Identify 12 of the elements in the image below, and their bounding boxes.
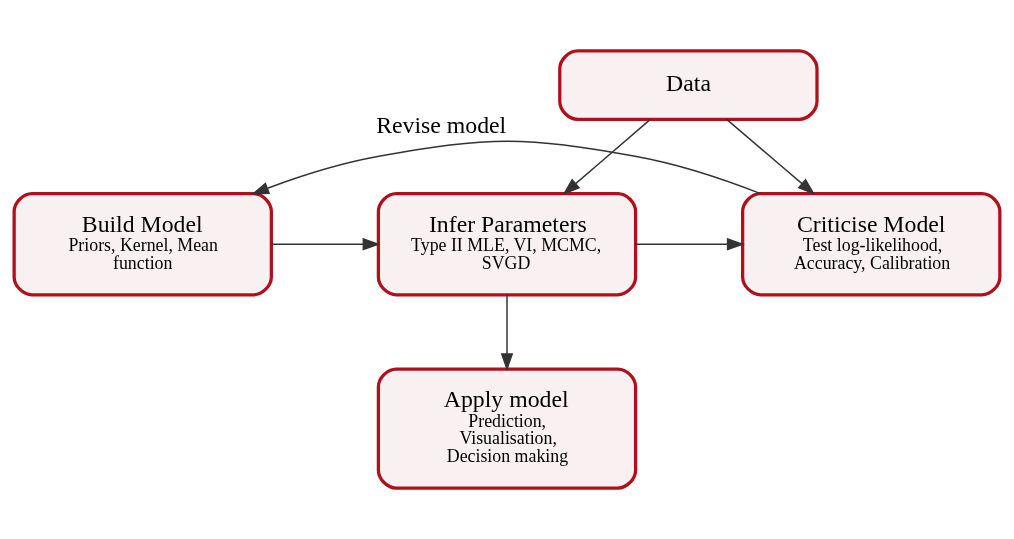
node-box: Infer Parameters Type II MLE, VI, MCMC, SVGD (376, 192, 638, 297)
arrow (251, 140, 762, 195)
node-box: Build Model Priors, Kernel, Mean function (12, 192, 273, 297)
arrow (635, 237, 745, 251)
node-box: Data (558, 49, 819, 121)
arrow (500, 294, 514, 372)
arrow (725, 118, 816, 195)
arrow (562, 118, 652, 195)
node-box: Criticise Model Test log-likelihood, Accuracy, Calibration (741, 192, 1002, 297)
edge-label: Revise model (376, 112, 507, 139)
node-box: Apply model Prediction, Visualisation, Decision making (376, 367, 638, 490)
arrow (270, 237, 381, 251)
